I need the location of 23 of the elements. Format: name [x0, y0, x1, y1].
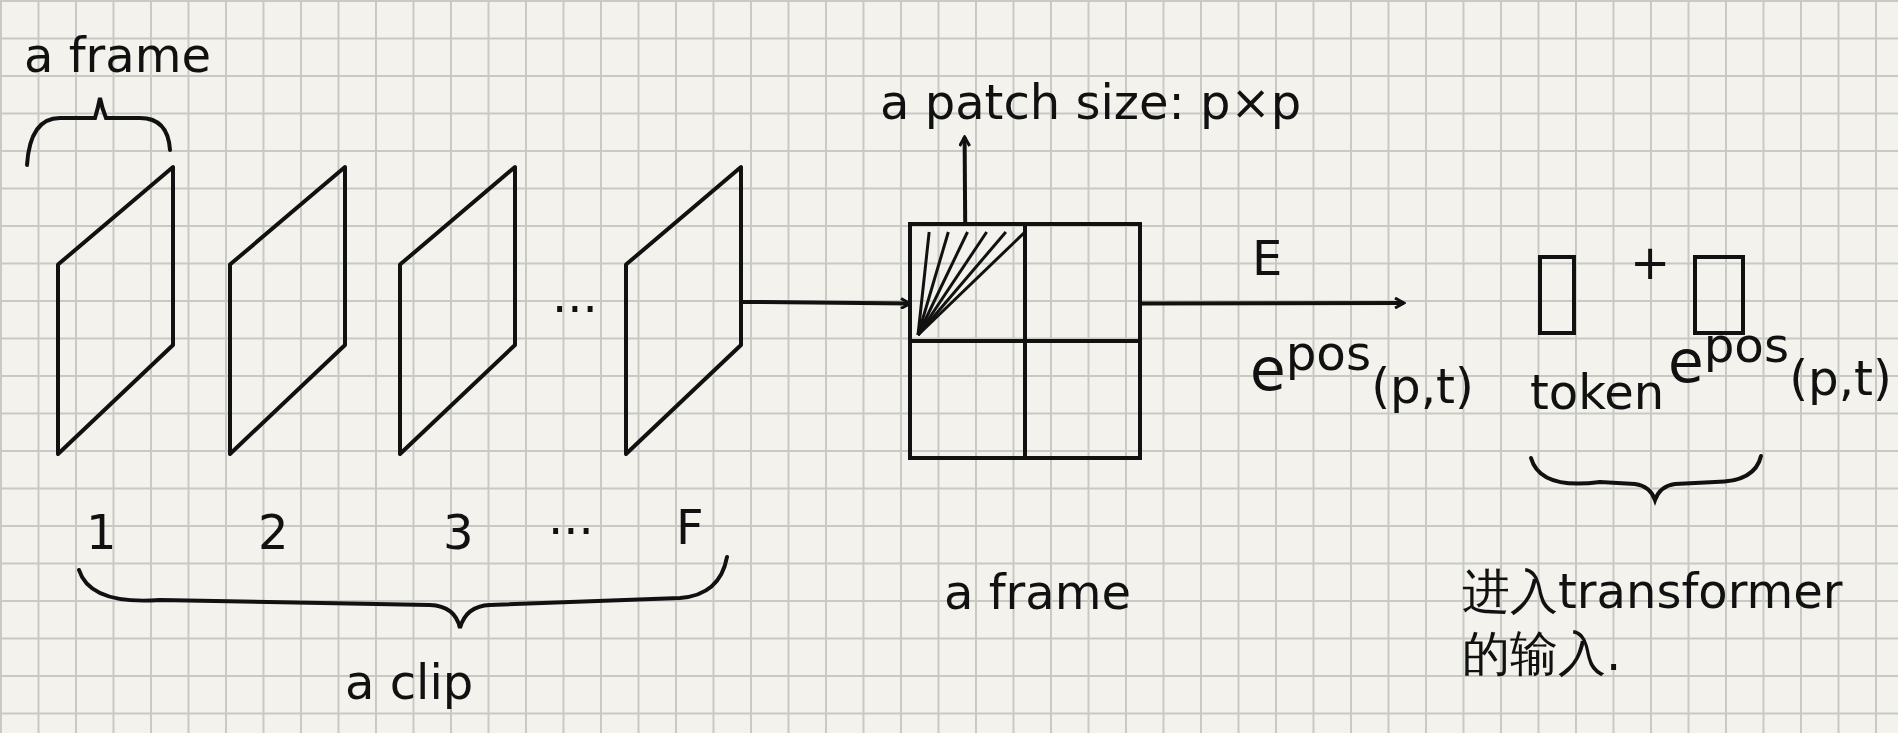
annotation-text: a frame — [24, 28, 211, 84]
annotation-text: + — [1630, 235, 1671, 291]
frame-parallelogram — [230, 167, 345, 454]
caption-text: token — [1530, 365, 1665, 421]
vector-box — [1695, 257, 1743, 333]
caption-text: a frame — [944, 565, 1131, 621]
edge-label: E — [1252, 231, 1283, 287]
frame-parallelogram — [58, 167, 173, 454]
caption-text: 3 — [443, 505, 474, 561]
arrow — [1140, 296, 1406, 310]
annotation-text: 进入transformer的输入. — [1462, 562, 1844, 684]
caption-text: 1 — [86, 505, 117, 561]
annotation-text: a clip — [345, 655, 474, 711]
caption-text: F — [676, 500, 704, 556]
annotation-text: a patch size: p×p — [880, 75, 1302, 131]
vector-box — [1540, 257, 1574, 333]
arrow — [958, 135, 972, 224]
patch-grid — [910, 224, 1140, 458]
caption-text: 2 — [258, 505, 289, 561]
annotation-text: ... — [548, 490, 594, 546]
annotation-text: ... — [552, 268, 598, 324]
frame-parallelogram — [626, 167, 741, 454]
frame-parallelogram — [400, 167, 515, 454]
